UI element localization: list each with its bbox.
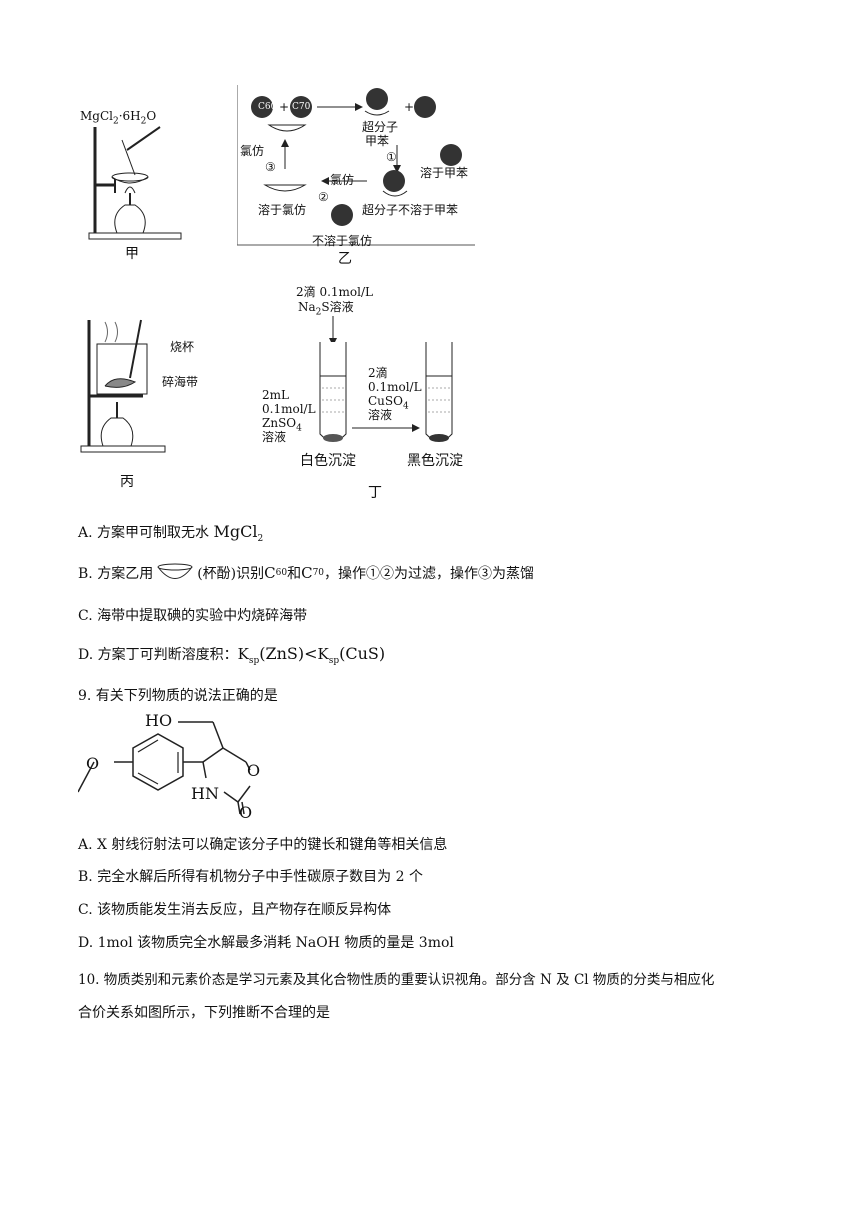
q9-option-a: A. X 射线衍射法可以确定该分子中的键长和键角等相关信息 <box>78 837 448 853</box>
q8-option-a: A. 方案甲可制取无水 MgCl2 <box>78 522 264 544</box>
q8-option-d: D. 方案丁可判断溶度积：Ksp(ZnS)<Ksp(CuS) <box>78 644 386 666</box>
tube1-line3: ZnSO4 <box>262 416 302 434</box>
label-insoluble-chloroform: 不溶于氯仿 <box>312 234 373 248</box>
plus-sign: + <box>279 100 290 114</box>
c70-label: C70 <box>292 102 311 112</box>
struct-o-ring: O <box>247 761 261 780</box>
reagent-label: MgCl2·6H2O <box>80 109 157 127</box>
caption-yi: 乙 <box>338 251 352 267</box>
black-ppt-label: 黑色沉淀 <box>407 453 463 469</box>
caption-jia: 甲 <box>125 246 139 262</box>
label-toluene: 甲苯 <box>365 134 390 148</box>
q9-structure <box>78 721 251 815</box>
struct-ho: HO <box>145 711 173 730</box>
white-ppt-label: 白色沉淀 <box>300 453 356 469</box>
q9-option-b: B. 完全水解后所得有机物分子中手性碳原子数目为 2 个 <box>78 869 423 885</box>
caption-bing: 丙 <box>120 474 134 490</box>
evaporation-apparatus <box>88 126 182 240</box>
drop-na2s-line1: 2滴 0.1mol/L <box>296 285 373 299</box>
label-chloroform: 氯仿 <box>240 144 265 158</box>
cuso4-line3: CuSO4 <box>368 394 409 412</box>
calixarene-cup-icon <box>157 563 193 579</box>
label-dissolve-toluene: 溶于甲苯 <box>420 166 469 180</box>
caption-ding: 丁 <box>368 485 382 501</box>
test-tubes <box>319 316 453 442</box>
q9-option-c: C. 该物质能发生消去反应，且产物存在顺反异构体 <box>78 902 392 918</box>
label-dissolve-chloroform: 溶于氯仿 <box>258 203 307 217</box>
q9-stem: 9. 有关下列物质的说法正确的是 <box>78 688 278 704</box>
cuso4-line2: 0.1mol/L <box>368 380 422 394</box>
tube1-line1: 2mL <box>262 388 289 402</box>
q8-option-c: C. 海带中提取碘的实验中灼烧碎海带 <box>78 608 308 624</box>
q10-stem-line2: 合价关系如图所示，下列推断不合理的是 <box>78 1005 330 1021</box>
ashing-apparatus <box>80 319 166 453</box>
cuso4-line1: 2滴 <box>368 366 388 380</box>
step-3: ③ <box>265 160 276 174</box>
label-supramolecule: 超分子 <box>362 120 399 134</box>
label-beaker: 烧杯 <box>170 340 195 354</box>
drop-na2s-line2: Na2S溶液 <box>298 300 354 318</box>
q10-stem-line1: 10. 物质类别和元素价态是学习元素及其化合物性质的重要认识视角。部分含 N 及… <box>78 972 715 988</box>
struct-o-carbonyl: O <box>239 803 253 822</box>
c60-label: C60 <box>258 102 277 112</box>
struct-hn: HN <box>191 784 219 803</box>
q9-option-d: D. 1mol 该物质完全水解最多消耗 NaOH 物质的量是 3mol <box>78 935 454 951</box>
label-supra-insoluble: 超分子不溶于甲苯 <box>362 203 459 217</box>
cuso4-line4: 溶液 <box>368 408 393 422</box>
step-1: ① <box>386 150 397 164</box>
plus-sign-2: + <box>404 100 415 114</box>
tube1-line4: 溶液 <box>262 430 287 444</box>
struct-o-methoxy: O <box>86 754 100 773</box>
tube1-line2: 0.1mol/L <box>262 402 316 416</box>
calixarene-diagram <box>237 85 475 246</box>
label-seaweed: 碎海带 <box>162 375 199 389</box>
step-2: ② <box>318 190 329 204</box>
label-chloroform-2: 氯仿 <box>330 173 355 187</box>
